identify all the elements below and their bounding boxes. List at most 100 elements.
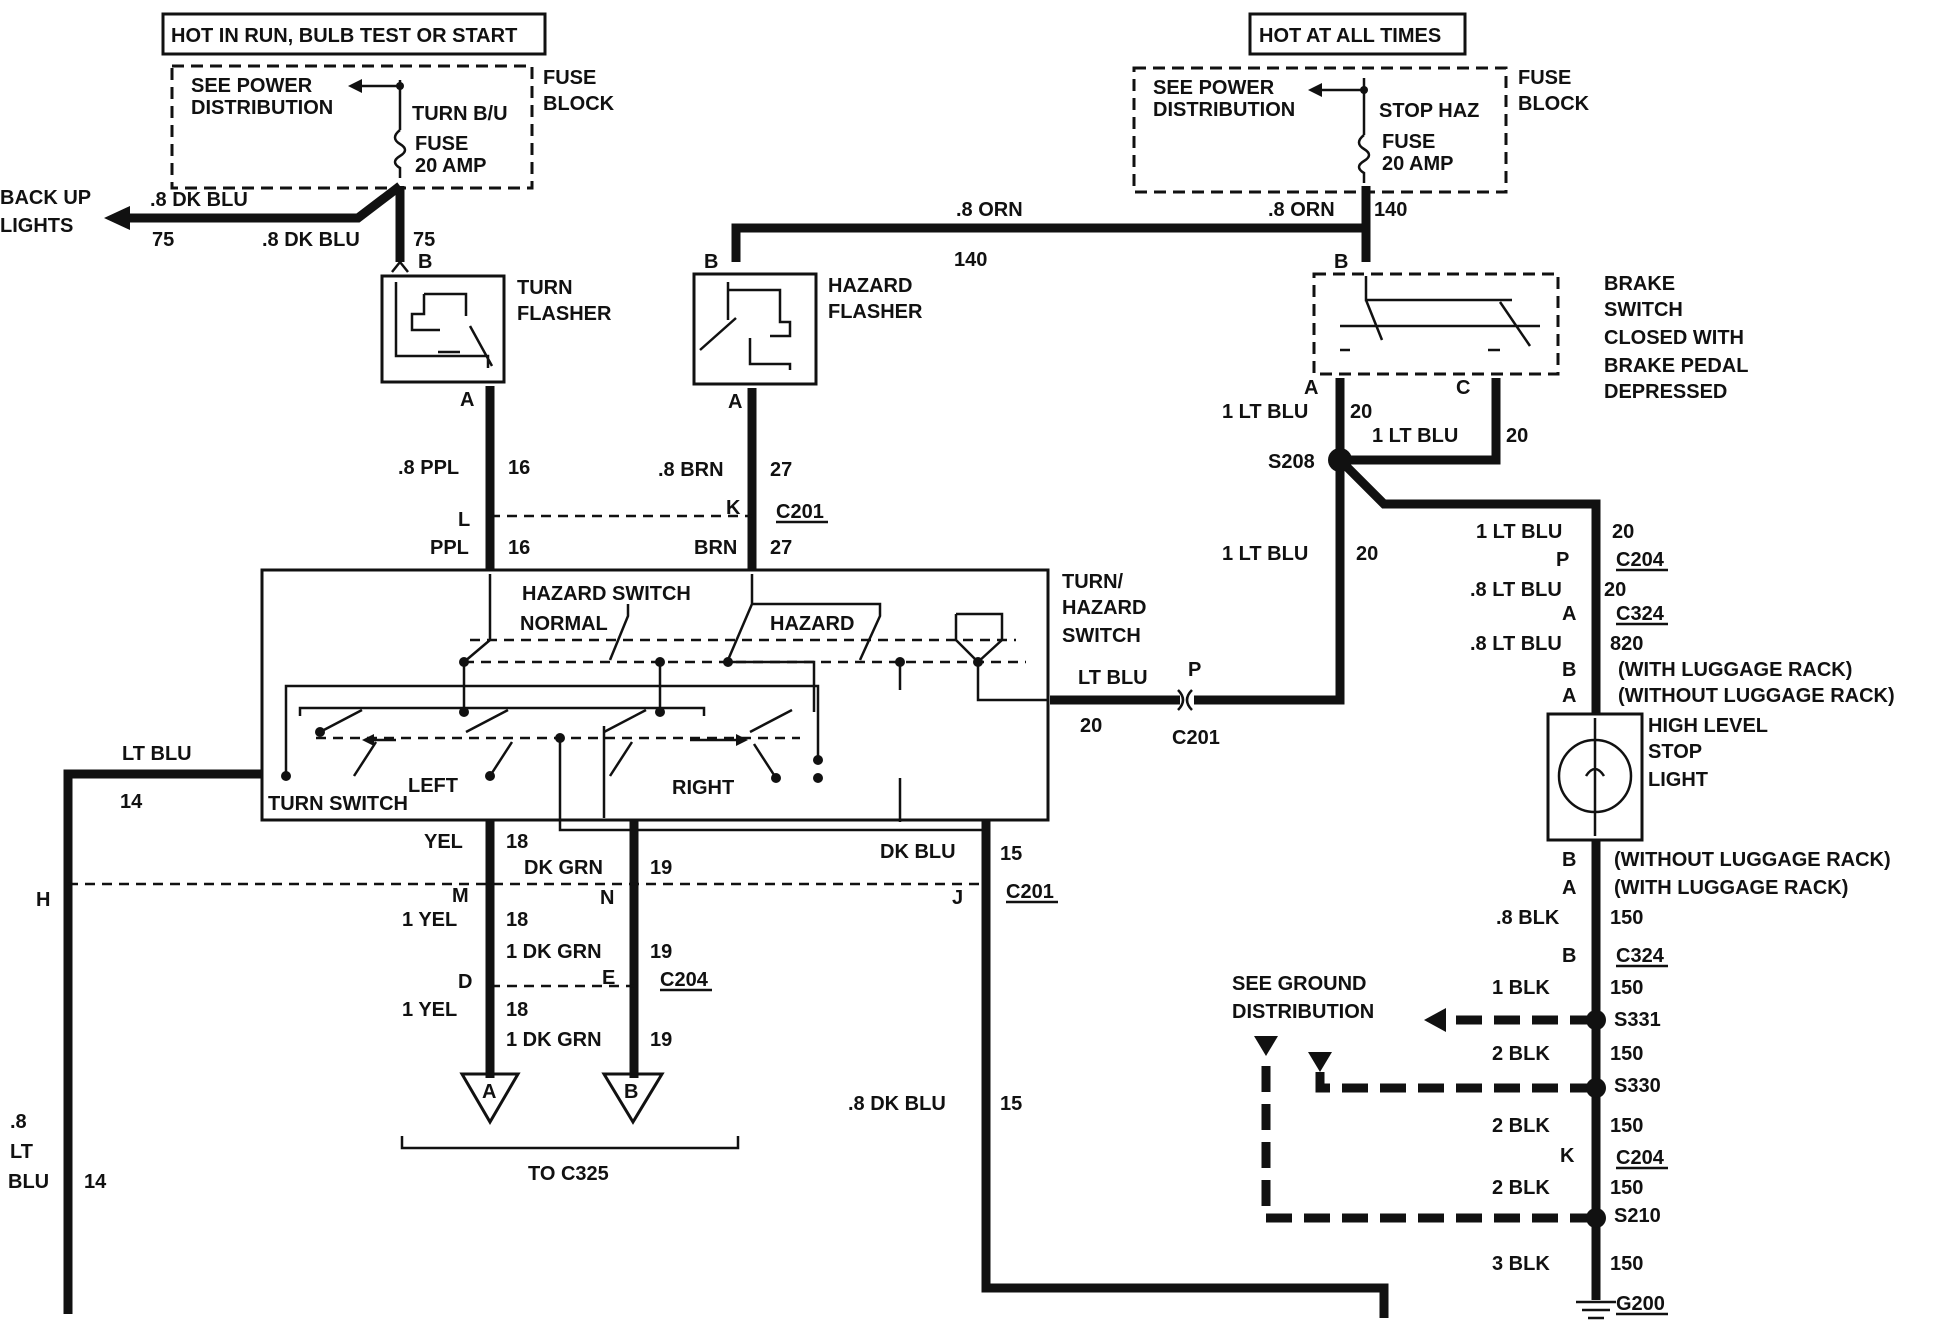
pin-l: L (458, 509, 470, 531)
wire-brake-c (1340, 378, 1501, 465)
s208-label: S208 (1268, 451, 1315, 473)
dkblu-label: DK BLU (880, 841, 956, 863)
without-rack-2: (WITHOUT LUGGAGE RACK) (1614, 849, 1891, 871)
brn8-label: .8 BRN (658, 459, 724, 481)
pin-p-c201: P (1188, 659, 1201, 681)
brake-c-wire: 1 LT BLU (1372, 425, 1458, 447)
yel-circuit: 18 (506, 831, 528, 853)
wire-ltblu-14 (63, 769, 262, 1314)
dkgrn1-circuit-2: 19 (650, 1029, 672, 1051)
turn-fuse-label-1: TURN B/U (412, 103, 508, 125)
splice-s210 (1586, 1208, 1606, 1228)
backup-circuit: 75 (152, 229, 174, 251)
turn-flasher-pin-b: B (418, 251, 432, 273)
s208-down-circuit: 20 (1356, 543, 1378, 565)
stoplight-label-3: LIGHT (1648, 769, 1708, 791)
triangle-b-label: B (624, 1081, 638, 1103)
hazard-flasher-label-1: HAZARD (828, 275, 912, 297)
triangle-a-label: A (482, 1081, 496, 1103)
see-power-dist-1: SEE POWER (191, 75, 313, 97)
ppl-circuit: 16 (508, 537, 530, 559)
turn-feed-circuit: 75 (413, 229, 435, 251)
turn-flasher-box (380, 274, 506, 384)
c201-label-right: C201 (1172, 727, 1220, 749)
splice-s330 (1586, 1078, 1606, 1098)
wire-s208-to-stoplight (1336, 456, 1601, 540)
arrow-left-icon (1308, 83, 1322, 97)
hazard-flasher: .8 ORN 140 .8 ORN 140 B HAZARD FLASHER A (692, 186, 1407, 413)
lt8-1: .8 (10, 1111, 27, 1133)
turn-switch-label: TURN SWITCH (268, 793, 408, 815)
turn-fuse-block: HOT IN RUN, BULB TEST OR START SEE POWER… (161, 12, 615, 190)
blk2-circuit-3: 150 (1610, 1177, 1643, 1199)
turn-flasher-pin-a: A (460, 389, 474, 411)
pin-a-c324: A (1562, 603, 1576, 625)
to-c325-label: TO C325 (528, 1163, 609, 1185)
c204-label-left: C204 (660, 969, 709, 991)
splice-s331 (1586, 1010, 1606, 1030)
pin-p-c204: P (1556, 549, 1569, 571)
brake-label-5: DEPRESSED (1604, 381, 1727, 403)
bulb-filament (1584, 767, 1606, 777)
pin-b-c324: B (1562, 945, 1576, 967)
hot-in-run-box (161, 12, 547, 56)
blk3-label: 3 BLK (1492, 1253, 1550, 1275)
hazard-switch-label: HAZARD SWITCH (522, 583, 691, 605)
hazard-flasher-symbol (699, 282, 792, 370)
s210-label: S210 (1614, 1205, 1661, 1227)
arrow-left-icon (362, 734, 374, 746)
blk2-label-3: 2 BLK (1492, 1177, 1550, 1199)
blk8-label: .8 BLK (1496, 907, 1560, 929)
hazard-flasher-label-2: FLASHER (828, 301, 923, 323)
c324-label-2: C324 (1616, 945, 1665, 967)
pin-a-rack2: A (1562, 877, 1576, 899)
brake-pin-c: C (1456, 377, 1470, 399)
blk2-label-1: 2 BLK (1492, 1043, 1550, 1065)
see-ground-1: SEE GROUND (1232, 973, 1366, 995)
dkgrn-label: DK GRN (524, 857, 603, 879)
brake-label-4: BRAKE PEDAL (1604, 355, 1748, 377)
turn-switch-contacts (319, 708, 793, 779)
yel-label: YEL (424, 831, 463, 853)
see-power-dist-1b: SEE POWER (1153, 77, 1275, 99)
switch-title-3: SWITCH (1062, 625, 1141, 647)
dkblu8-label: .8 DK BLU (848, 1093, 946, 1115)
dkblu8-circuit: 15 (1000, 1093, 1022, 1115)
dkgrn1-label-1: 1 DK GRN (506, 941, 602, 963)
s208-down-wire: 1 LT BLU (1222, 543, 1308, 565)
splice-s208 (1328, 448, 1352, 472)
hot-at-all-times-box (1248, 12, 1467, 56)
connector-b-triangle (601, 1072, 665, 1125)
pin-n: N (600, 887, 614, 909)
see-ground-2: DISTRIBUTION (1232, 1001, 1374, 1023)
blk1-circuit: 150 (1610, 977, 1643, 999)
pin-d: D (458, 971, 472, 993)
stoplight-label-1: HIGH LEVEL (1648, 715, 1768, 737)
brake-c-circuit: 20 (1506, 425, 1528, 447)
c204-label-2: C204 (1616, 1147, 1665, 1169)
see-power-dist-2: DISTRIBUTION (191, 97, 333, 119)
to-c325-bracket (400, 1136, 740, 1150)
backup-lights-feed: BACK UP LIGHTS .8 DK BLU 75 .8 DK BLU 75 (0, 182, 435, 262)
dkgrn1-label-2: 1 DK GRN (506, 1029, 602, 1051)
pin-h: H (36, 889, 50, 911)
c324-label-1: C324 (1616, 603, 1665, 625)
backup-wire-top: .8 DK BLU (150, 189, 248, 211)
dkblu-circuit: 15 (1000, 843, 1022, 865)
c201-label-bottom: C201 (1006, 881, 1054, 903)
ground-ref-arrow-icon (1254, 1036, 1278, 1056)
yel1-circuit-1: 18 (506, 909, 528, 931)
hazard-flasher-pin-a: A (728, 391, 742, 413)
hazard-label: HAZARD (770, 613, 854, 635)
sl-ltblu8-b: .8 LT BLU (1470, 633, 1562, 655)
lt8-3: BLU (8, 1171, 49, 1193)
stop-fuse-icon (1357, 134, 1371, 183)
orn-label-1: .8 ORN (956, 199, 1023, 221)
g200-label: G200 (1616, 1293, 1665, 1315)
ground-icon (1576, 1300, 1616, 1320)
stoplight-label-2: STOP (1648, 741, 1702, 763)
fuse-block-label-2b: BLOCK (1518, 93, 1590, 115)
fuse-block-label-1b: FUSE (1518, 67, 1571, 89)
ltblu-14-circuit: 14 (120, 791, 143, 813)
yel1-label-1: 1 YEL (402, 909, 457, 931)
